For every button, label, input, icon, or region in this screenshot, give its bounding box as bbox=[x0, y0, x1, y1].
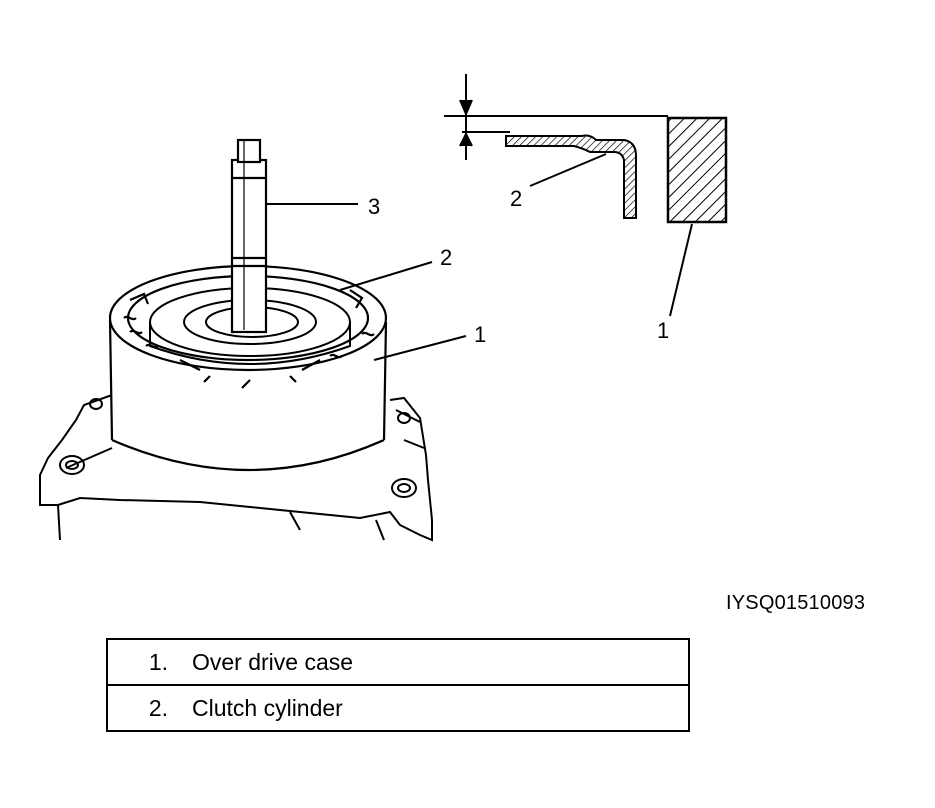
leader-lines-detail bbox=[529, 153, 693, 317]
legend-text: Over drive case bbox=[192, 648, 354, 675]
legend-number: 1. bbox=[148, 648, 168, 675]
detail-callout-case-1: 1 bbox=[657, 318, 669, 343]
assembly-illustration: 3 2 1 2 1 bbox=[39, 74, 728, 542]
legend-row: 1. Over drive case bbox=[108, 640, 688, 684]
callout-shaft-3: 3 bbox=[368, 194, 380, 219]
callout-case-1: 1 bbox=[474, 322, 486, 347]
transmission-housing bbox=[39, 394, 433, 542]
clearance-dimension bbox=[444, 74, 668, 160]
legend-row: 2. Clutch cylinder bbox=[108, 684, 688, 730]
parts-legend: 1. Over drive case 2. Clutch cylinder bbox=[106, 638, 690, 732]
input-shaft bbox=[230, 138, 268, 334]
leader-lines-main bbox=[266, 203, 467, 361]
legend-text: Clutch cylinder bbox=[192, 694, 343, 721]
figure-code: IYSQ01510093 bbox=[726, 592, 866, 614]
over-drive-case-section bbox=[666, 116, 728, 224]
legend-number: 2. bbox=[148, 694, 168, 721]
callout-cylinder-2: 2 bbox=[440, 245, 452, 270]
detail-callout-cylinder-2: 2 bbox=[510, 186, 522, 211]
clutch-cylinder-section bbox=[505, 134, 637, 219]
